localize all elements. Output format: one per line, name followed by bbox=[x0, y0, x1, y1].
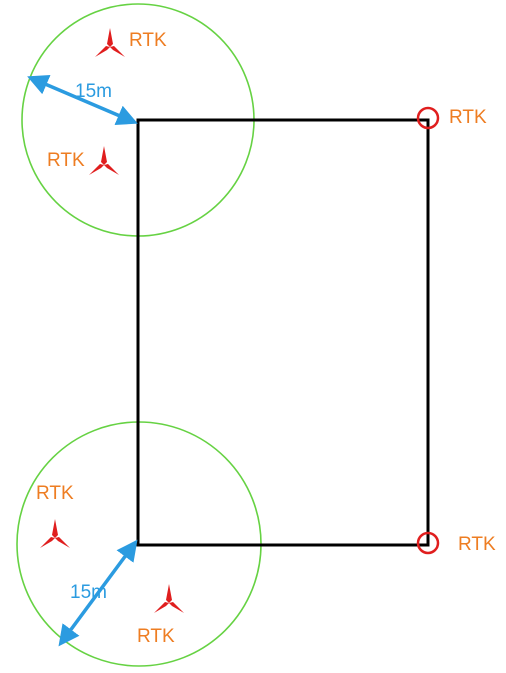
tri-blade-icon bbox=[89, 146, 119, 175]
circle-marker-icon bbox=[416, 531, 440, 555]
circle-marker-icon bbox=[416, 106, 440, 130]
rtk-label: RTK bbox=[458, 534, 496, 555]
radius-arrow-top bbox=[27, 74, 138, 126]
tri-blade-icon bbox=[154, 584, 184, 613]
rtk-label: RTK bbox=[36, 483, 74, 504]
tri-blade-icon bbox=[95, 28, 125, 57]
radius-label-top: 15m bbox=[75, 81, 112, 102]
rtk-label: RTK bbox=[449, 107, 487, 128]
rtk-label: RTK bbox=[129, 30, 167, 51]
radius-label-bottom: 15m bbox=[70, 582, 107, 603]
rtk-label: RTK bbox=[47, 150, 85, 171]
radius-arrow-bottom bbox=[58, 539, 138, 647]
rtk-label: RTK bbox=[137, 626, 175, 647]
tri-blade-icon bbox=[40, 519, 70, 548]
boundary-rectangle bbox=[136, 118, 430, 547]
